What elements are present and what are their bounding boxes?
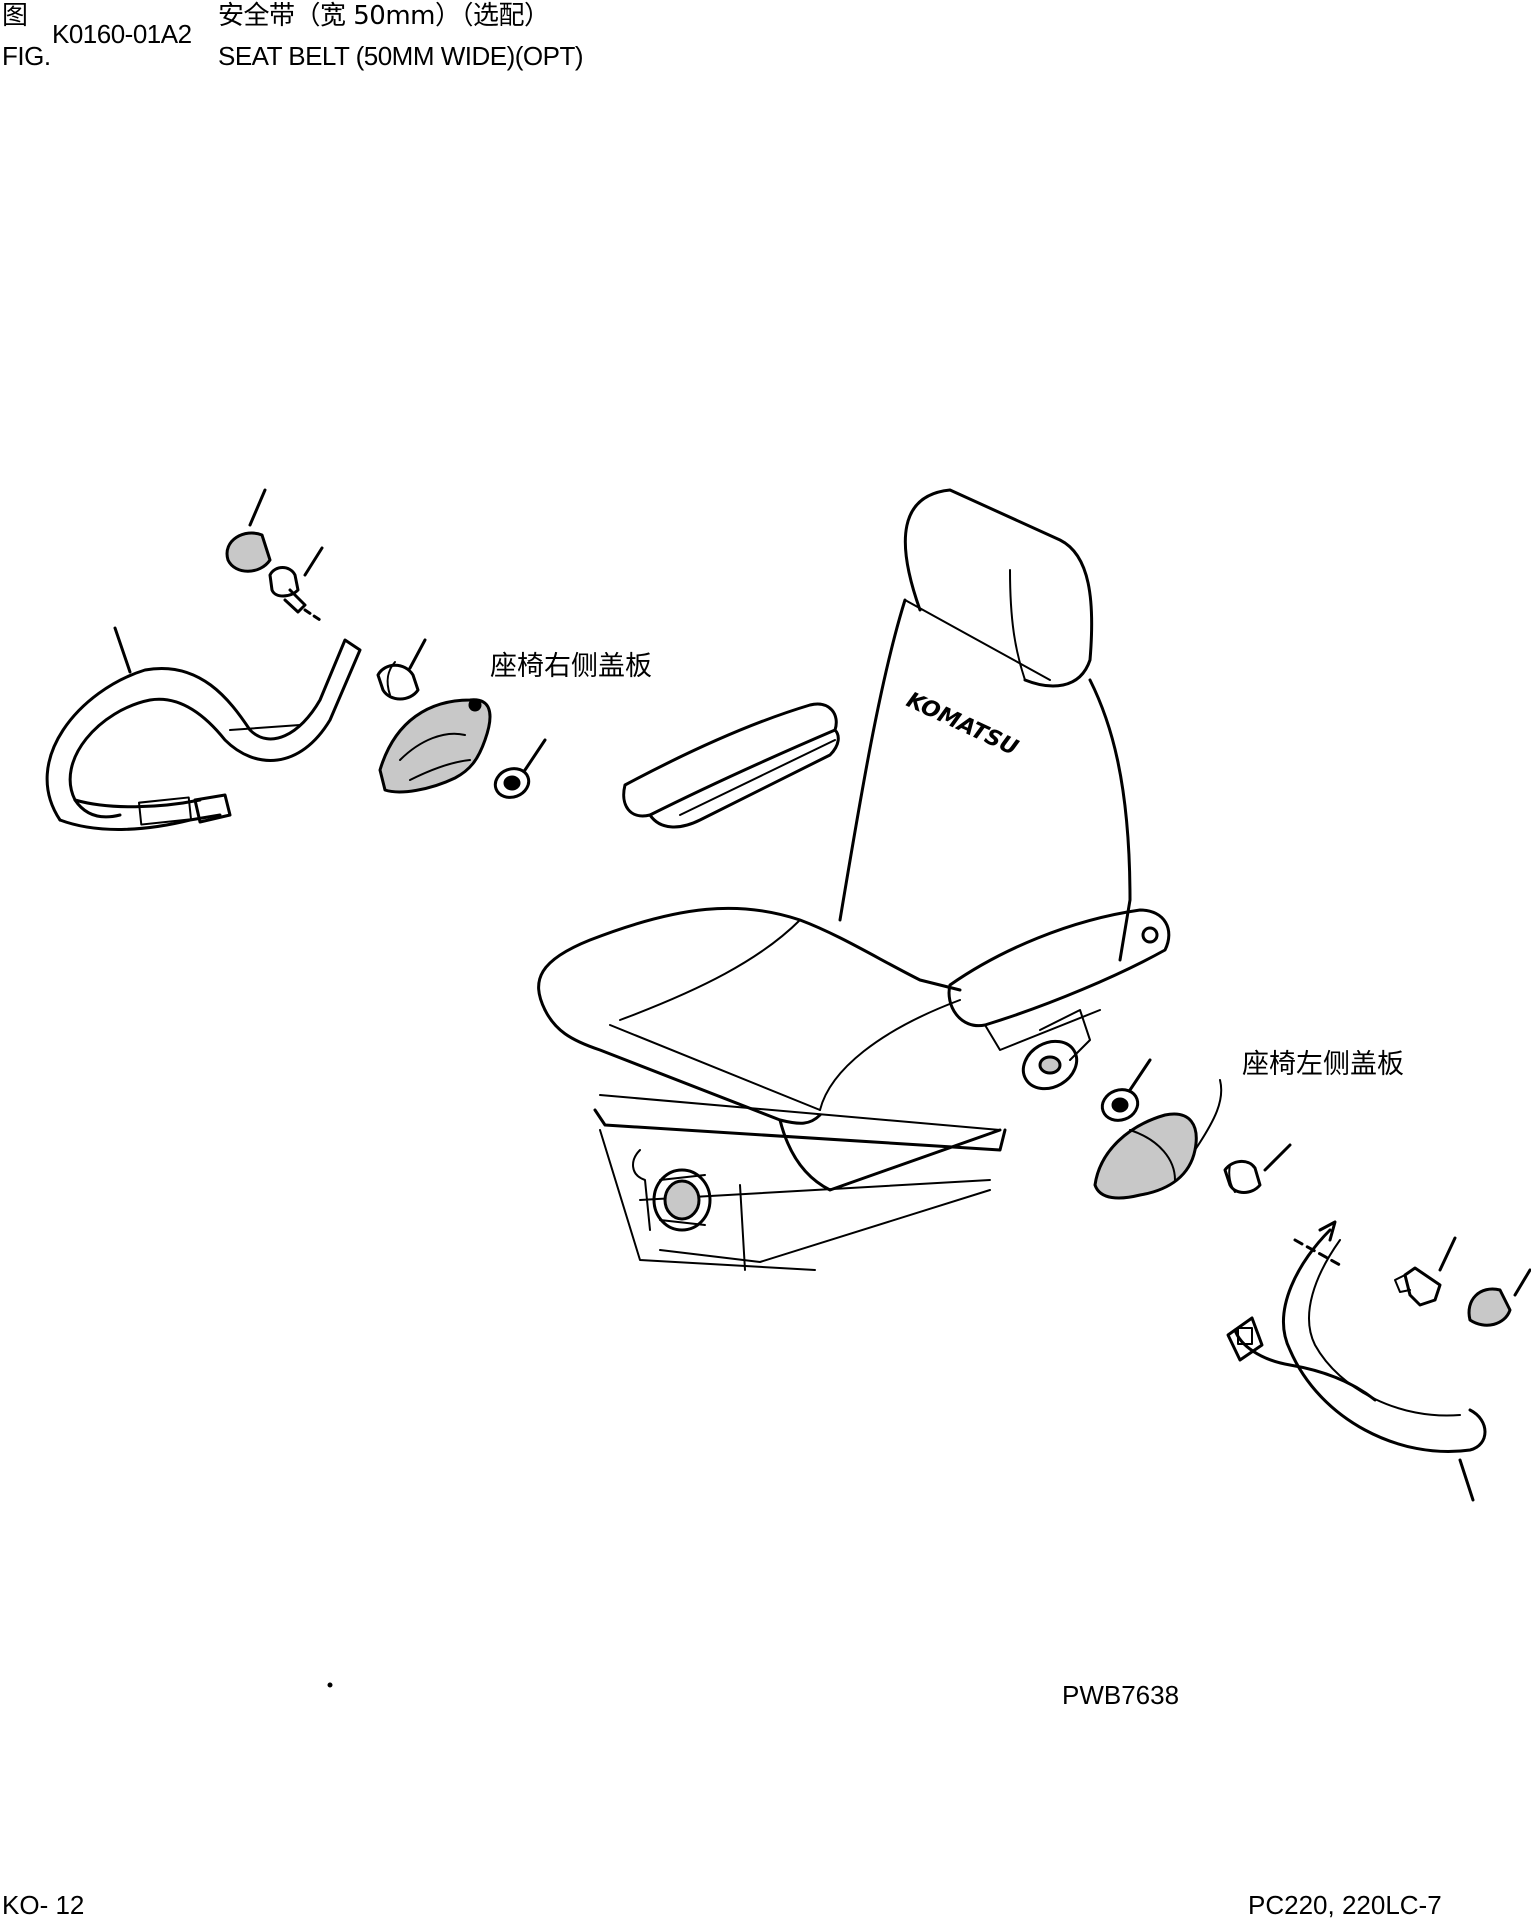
right-seat-belt-strap: [45, 626, 362, 831]
title-cn: 安全带（宽 50mm）（选配）: [218, 1, 550, 31]
right-cover-bracket: [378, 698, 492, 794]
machine-model: PC220, 220LC-7: [1248, 1890, 1442, 1920]
page-number: KO- 12: [2, 1890, 85, 1920]
seat-brand-logo: KOMATSU: [902, 688, 1021, 761]
left-nut-and-spacer: [1100, 1058, 1342, 1267]
left-bolt-and-washer: [1394, 1236, 1531, 1327]
fig-label-en: FIG.: [2, 41, 51, 71]
fig-label-cn: 图: [2, 1, 28, 31]
title-en: SEAT BELT (50MM WIDE)(OPT): [218, 41, 584, 71]
left-seat-belt-strap: [1226, 1220, 1487, 1502]
drawing-code: PWB7638: [1062, 1680, 1180, 1710]
left-cover-bracket: [1093, 1079, 1223, 1200]
right-spacer-and-nut: [376, 638, 547, 799]
label-right-seat-cover: 座椅右侧盖板: [490, 651, 652, 682]
operator-seat: KOMATSU: [537, 488, 1171, 1271]
fig-number: K0160-01A2: [52, 19, 192, 49]
label-left-seat-cover: 座椅左侧盖板: [1242, 1049, 1404, 1080]
right-washer-and-bolt: [225, 488, 324, 622]
